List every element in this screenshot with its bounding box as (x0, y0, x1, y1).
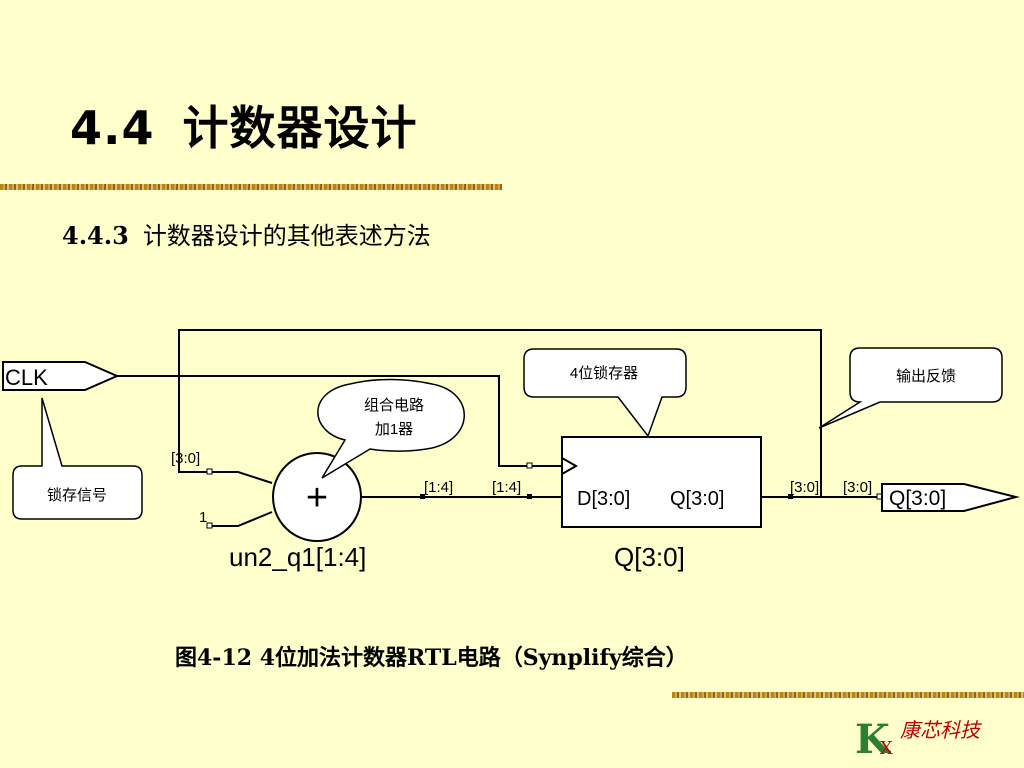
callout-comb-adder-line2: 加1器 (375, 421, 413, 438)
callout-comb-adder-line1: 组合电路 (364, 397, 424, 414)
callout-register: 4位锁存器 (523, 348, 687, 438)
page-title: 4.4 计数器设计 (70, 92, 418, 158)
adder-input-a-wire (212, 471, 273, 484)
footer-bar (672, 692, 1024, 698)
adder-input-b-const: 1 (199, 509, 207, 526)
adder-input-b-pin (206, 522, 213, 529)
callout-feedback: 输出反馈 (818, 347, 1003, 429)
register-q-port: Q[3:0] (670, 488, 724, 510)
sum-pin-a (420, 494, 425, 499)
callout-comb-adder: 组合电路 加1器 (317, 378, 465, 479)
callout-register-text: 4位锁存器 (570, 365, 638, 382)
output-port (881, 483, 1020, 512)
callout-feedback-text: 输出反馈 (896, 368, 956, 385)
adder-instance-label: un2_q1[1:4] (229, 542, 366, 572)
sum-bus-label-a: [1:4] (424, 479, 453, 496)
title-text: 计数器设计 (182, 101, 418, 155)
adder-input-a-pin (206, 468, 213, 475)
clk-port (2, 361, 120, 391)
section-subtitle: 4.4.3 计数器设计的其他表述方法 (62, 216, 431, 251)
title-number: 4.4 (70, 101, 155, 155)
subtitle-text: 计数器设计的其他表述方法 (142, 222, 431, 250)
output-pin-a (788, 494, 793, 499)
clk-label: CLK (5, 365, 48, 390)
adder-input-a-bus: [3:0] (171, 450, 200, 467)
adder-input-b-wire (212, 511, 273, 527)
logo-company-name: 康芯科技 (900, 718, 980, 742)
title-underline-bar (0, 184, 502, 190)
callout-latch-signal-text: 锁存信号 (47, 487, 107, 504)
logo-letter-x: X (880, 738, 893, 759)
clock-pin (526, 462, 533, 469)
output-bus-label-a: [3:0] (790, 479, 819, 496)
clock-wire (117, 375, 530, 467)
register-instance-label: Q[3:0] (614, 542, 685, 572)
output-bus-label-b: [3:0] (843, 479, 872, 496)
adder-symbol: + (306, 477, 328, 519)
logo-letter-k: K (855, 716, 890, 763)
output-port-label: Q[3:0] (889, 487, 946, 510)
register-d-port: D[3:0] (577, 488, 630, 510)
sum-bus-label-b: [1:4] (492, 479, 521, 496)
sum-pin-b (527, 494, 532, 499)
figure-caption: 图4-12 4位加法计数器RTL电路（Synplify综合） (175, 645, 688, 671)
register-box (561, 436, 762, 528)
subtitle-number: 4.4.3 (62, 221, 129, 250)
register-clock-triangle (561, 457, 579, 475)
callout-latch-signal: 锁存信号 (12, 397, 143, 520)
